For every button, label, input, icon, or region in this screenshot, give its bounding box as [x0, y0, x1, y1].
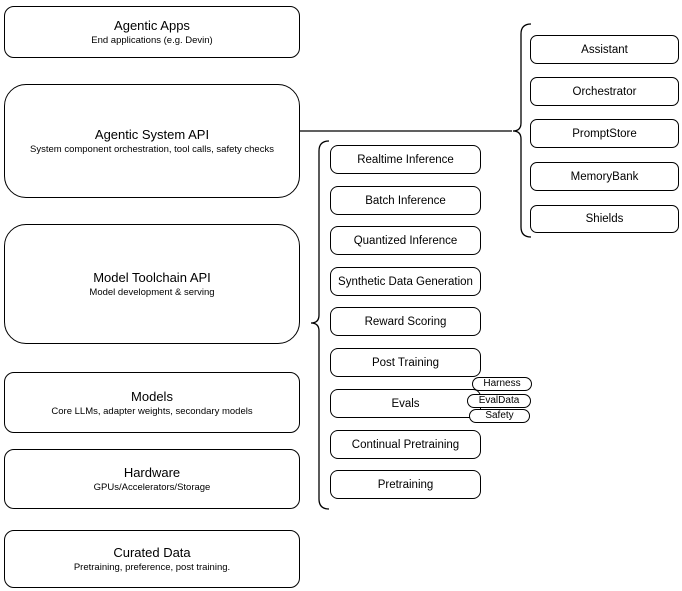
- node-assistant: Assistant: [530, 35, 679, 64]
- tag-evaldata: EvalData: [467, 394, 531, 408]
- node-title: Curated Data: [113, 545, 191, 560]
- node-curated-data: Curated Data Pretraining, preference, po…: [4, 530, 300, 588]
- node-orchestrator: Orchestrator: [530, 77, 679, 106]
- node-title: Models: [131, 388, 173, 404]
- node-realtime-inference: Realtime Inference: [330, 145, 481, 174]
- tag-harness: Harness: [472, 377, 532, 391]
- node-title: Model Toolchain API: [93, 270, 211, 285]
- node-title: Hardware: [123, 465, 181, 480]
- node-agentic-system-api: Agentic System API System component orch…: [4, 84, 300, 198]
- tag-safety: Safety: [469, 409, 530, 423]
- node-subtitle: Core LLMs, adapter weights, secondary mo…: [51, 405, 253, 417]
- node-synthetic-data-generation: Synthetic Data Generation: [330, 267, 481, 296]
- node-hardware: Hardware GPUs/Accelerators/Storage: [4, 449, 300, 509]
- node-agentic-apps: Agentic Apps End applications (e.g. Devi…: [4, 6, 300, 58]
- node-subtitle: GPUs/Accelerators/Storage: [93, 482, 211, 493]
- node-subtitle: System component orchestration, tool cal…: [30, 144, 274, 155]
- node-continual-pretraining: Continual Pretraining: [330, 430, 481, 459]
- node-pretraining: Pretraining: [330, 470, 481, 499]
- node-title: Agentic Apps: [114, 18, 190, 33]
- components-brace: [512, 23, 532, 238]
- node-reward-scoring: Reward Scoring: [330, 307, 481, 336]
- node-promptstore: PromptStore: [530, 119, 679, 148]
- node-shields: Shields: [530, 205, 679, 233]
- node-title: Agentic System API: [94, 127, 210, 142]
- node-post-training: Post Training: [330, 348, 481, 377]
- node-models: Models Core LLMs, adapter weights, secon…: [4, 372, 300, 433]
- node-memorybank: MemoryBank: [530, 162, 679, 191]
- node-batch-inference: Batch Inference: [330, 186, 481, 215]
- node-evals: Evals: [330, 389, 481, 418]
- node-quantized-inference: Quantized Inference: [330, 226, 481, 255]
- node-model-toolchain-api: Model Toolchain API Model development & …: [4, 224, 300, 344]
- toolchain-brace: [310, 140, 330, 510]
- node-subtitle: End applications (e.g. Devin): [91, 35, 213, 46]
- node-subtitle: Pretraining, preference, post training.: [73, 562, 231, 573]
- node-subtitle: Model development & serving: [89, 287, 215, 298]
